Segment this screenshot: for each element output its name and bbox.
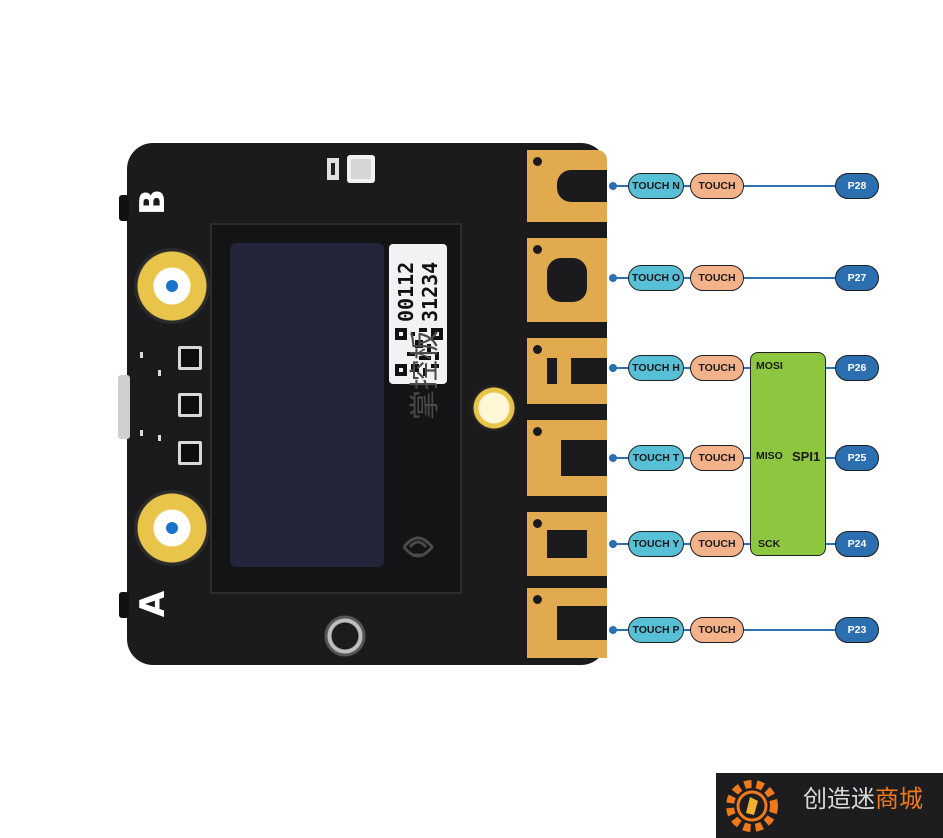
- marker: [158, 370, 161, 376]
- gear-logo-icon: [726, 780, 778, 832]
- touch-name-label: TOUCH Y: [628, 531, 684, 557]
- touch-label: TOUCH: [690, 265, 744, 291]
- rgb-led-2: [178, 393, 202, 417]
- touch-label: TOUCH: [690, 617, 744, 643]
- touch-label: TOUCH: [690, 531, 744, 557]
- button-b-label: B: [132, 189, 173, 215]
- watermark: 创造迷商城: [716, 773, 943, 838]
- pin-label: P26: [835, 355, 879, 381]
- side-connector-top: [119, 195, 129, 221]
- pad-hole: [533, 519, 542, 528]
- touch-name-label: TOUCH T: [628, 445, 684, 471]
- sensor-chip: [327, 155, 375, 183]
- board-logo-icon: [402, 536, 434, 558]
- pad-cutout: [547, 358, 607, 384]
- microphone: [471, 385, 517, 431]
- pad-hole: [533, 157, 542, 166]
- pin-dot: [609, 364, 617, 372]
- pad-cutout: [557, 606, 607, 640]
- serial-line-2: 31234: [418, 261, 442, 322]
- button-a-label: A: [133, 590, 174, 618]
- pin-dot: [609, 274, 617, 282]
- marker: [140, 352, 143, 358]
- spi-mosi-label: MOSI: [756, 360, 783, 372]
- watermark-text-plain: 创造迷: [803, 785, 875, 813]
- button-a-dot-icon: [166, 522, 178, 534]
- button-a[interactable]: [134, 490, 210, 566]
- rgb-led-3: [178, 441, 202, 465]
- marker: [140, 430, 143, 436]
- qr-code-icon: [395, 328, 443, 376]
- button-b[interactable]: [134, 248, 210, 324]
- board-logo-text: 掌控板: [408, 330, 443, 420]
- button-b-dot-icon: [166, 280, 178, 292]
- pad-hole: [533, 245, 542, 254]
- marker: [158, 435, 161, 441]
- pin-label: P28: [835, 173, 879, 199]
- pin-dot: [609, 540, 617, 548]
- watermark-text: 创造迷商城: [803, 779, 923, 814]
- side-connector-bottom: [119, 592, 129, 618]
- pad-cutout: [557, 170, 607, 202]
- pin-label: P27: [835, 265, 879, 291]
- pin-label: P24: [835, 531, 879, 557]
- touch-label: TOUCH: [690, 173, 744, 199]
- pad-hole: [533, 595, 542, 604]
- pin-dot: [609, 454, 617, 462]
- buzzer: [324, 615, 366, 657]
- usb-port: [118, 375, 130, 439]
- pin-label: P23: [835, 617, 879, 643]
- pad-hole: [533, 427, 542, 436]
- spi-title: SPI1: [792, 449, 821, 464]
- pin-dot: [609, 626, 617, 634]
- pad-cutout: [547, 258, 587, 302]
- touch-label: TOUCH: [690, 445, 744, 471]
- touch-name-label: TOUCH H: [628, 355, 684, 381]
- touch-name-label: TOUCH O: [628, 265, 684, 291]
- spi-sck-label: SCK: [758, 538, 781, 550]
- watermark-text-accent: 商城: [875, 785, 923, 813]
- touch-name-label: TOUCH N: [628, 173, 684, 199]
- pin-label: P25: [835, 445, 879, 471]
- touch-name-label: TOUCH P: [628, 617, 684, 643]
- pad-bar: [557, 358, 571, 384]
- pad-bar: [547, 440, 561, 476]
- serial-line-1: 00112: [394, 261, 418, 322]
- rgb-led-1: [178, 346, 202, 370]
- pad-cutout: [547, 530, 587, 558]
- oled-screen: [230, 243, 384, 567]
- pin-dot: [609, 182, 617, 190]
- pad-hole: [533, 345, 542, 354]
- spi-box: [750, 352, 826, 556]
- touch-label: TOUCH: [690, 355, 744, 381]
- spi-miso-label: MISO: [756, 450, 783, 462]
